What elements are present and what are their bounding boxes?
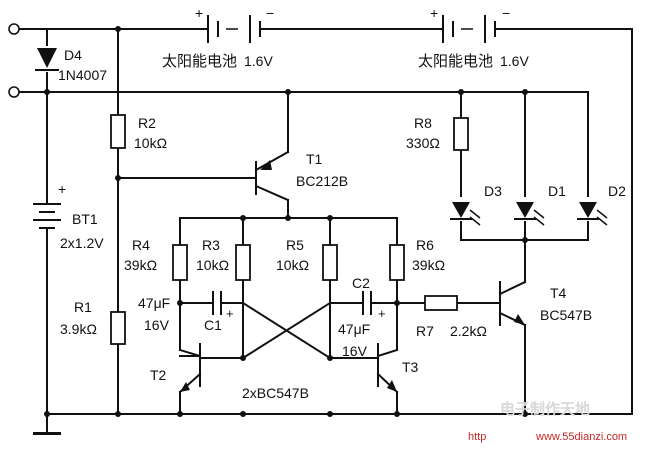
r6-value: 39kΩ (412, 257, 445, 273)
led-d3: D3 (450, 183, 502, 226)
r7-value: 2.2kΩ (450, 323, 487, 339)
bt1-value: 2x1.2V (60, 235, 104, 251)
resistor-r8: R8 330Ω (406, 115, 469, 151)
junction-dots (44, 26, 528, 417)
t4-name: T4 (550, 285, 567, 301)
c1-name: C1 (204, 317, 222, 333)
r2-value: 10kΩ (134, 135, 167, 151)
led-d2: D2 (577, 183, 626, 226)
r8-name: R8 (414, 115, 432, 131)
d4-part: 1N4007 (58, 67, 107, 83)
d4-name: D4 (64, 47, 82, 63)
solar2-minus: − (502, 5, 510, 21)
t1-name: T1 (306, 151, 323, 167)
c2-name: C2 (352, 275, 370, 291)
resistor-r7: R7 2.2kΩ (416, 295, 487, 339)
r4-value: 39kΩ (124, 257, 157, 273)
bt1-plus: + (58, 181, 66, 197)
t4-part: BC547B (540, 307, 592, 323)
transistor-t3: T3 (376, 343, 419, 394)
c1-plus: + (226, 306, 234, 321)
watermark: 电子制作天地 http www.55dianzi.com (468, 400, 627, 443)
solar2-label: 太阳能电池 (418, 52, 493, 70)
diode-d4: D4 1N4007 (35, 47, 107, 83)
r3-value: 10kΩ (196, 257, 229, 273)
watermark-text: 电子制作天地 (500, 400, 590, 418)
solar2-value: 1.6V (500, 53, 529, 69)
solar1-value: 1.6V (244, 53, 273, 69)
terminal-top (8, 23, 20, 35)
resistor-r6: R6 39kΩ (389, 237, 445, 281)
resistor-r5: R5 10kΩ (276, 237, 338, 281)
watermark-prefix: http (468, 431, 486, 443)
solar-cell-2: + − 太阳能电池 1.6V (418, 5, 529, 70)
t2-name: T2 (150, 367, 167, 383)
r2-name: R2 (138, 115, 156, 131)
r1-name: R1 (74, 299, 92, 315)
d3-name: D3 (484, 183, 502, 199)
c1-voltage: 16V (144, 317, 170, 333)
d1-name: D1 (548, 183, 566, 199)
solar1-label: 太阳能电池 (162, 52, 237, 70)
t2t3-part: 2xBC547B (242, 385, 309, 401)
wires (17, 28, 633, 434)
resistor-r1: R1 3.9kΩ (60, 299, 126, 345)
t3-name: T3 (402, 359, 419, 375)
r3-name: R3 (202, 237, 220, 253)
solar2-plus: + (430, 5, 438, 21)
watermark-url: www.55dianzi.com (535, 431, 627, 443)
capacitor-c2: + C2 47μF 16V (338, 275, 386, 359)
r1-value: 3.9kΩ (60, 321, 97, 337)
c2-voltage: 16V (342, 343, 368, 359)
resistor-r2: R2 10kΩ (110, 114, 167, 151)
c1-value: 47μF (138, 295, 170, 311)
battery-bt1: + BT1 2x1.2V (33, 181, 104, 251)
solar-cell-1: + − 太阳能电池 1.6V (162, 5, 286, 70)
r5-name: R5 (286, 237, 304, 253)
t1-part: BC212B (296, 173, 348, 189)
c2-plus: + (378, 306, 386, 321)
resistor-r3: R3 10kΩ (196, 237, 251, 281)
r8-value: 330Ω (406, 135, 440, 151)
bt1-name: BT1 (72, 211, 98, 227)
transistor-t4: T4 BC547B (498, 280, 592, 327)
r5-value: 10kΩ (276, 257, 309, 273)
d2-name: D2 (608, 183, 626, 199)
solar1-plus: + (195, 5, 203, 21)
solar1-minus: − (266, 5, 274, 21)
resistor-r4: R4 39kΩ (124, 237, 188, 281)
c2-value: 47μF (338, 321, 370, 337)
led-d1: D1 (514, 183, 566, 226)
r6-name: R6 (416, 237, 434, 253)
r4-name: R4 (132, 237, 150, 253)
transistor-t1: T1 BC212B (254, 150, 348, 202)
r7-name: R7 (416, 323, 434, 339)
transistor-t2: T2 (150, 343, 202, 394)
capacitor-c1: + 47μF 16V C1 (138, 291, 234, 333)
terminal-middle (8, 86, 20, 98)
